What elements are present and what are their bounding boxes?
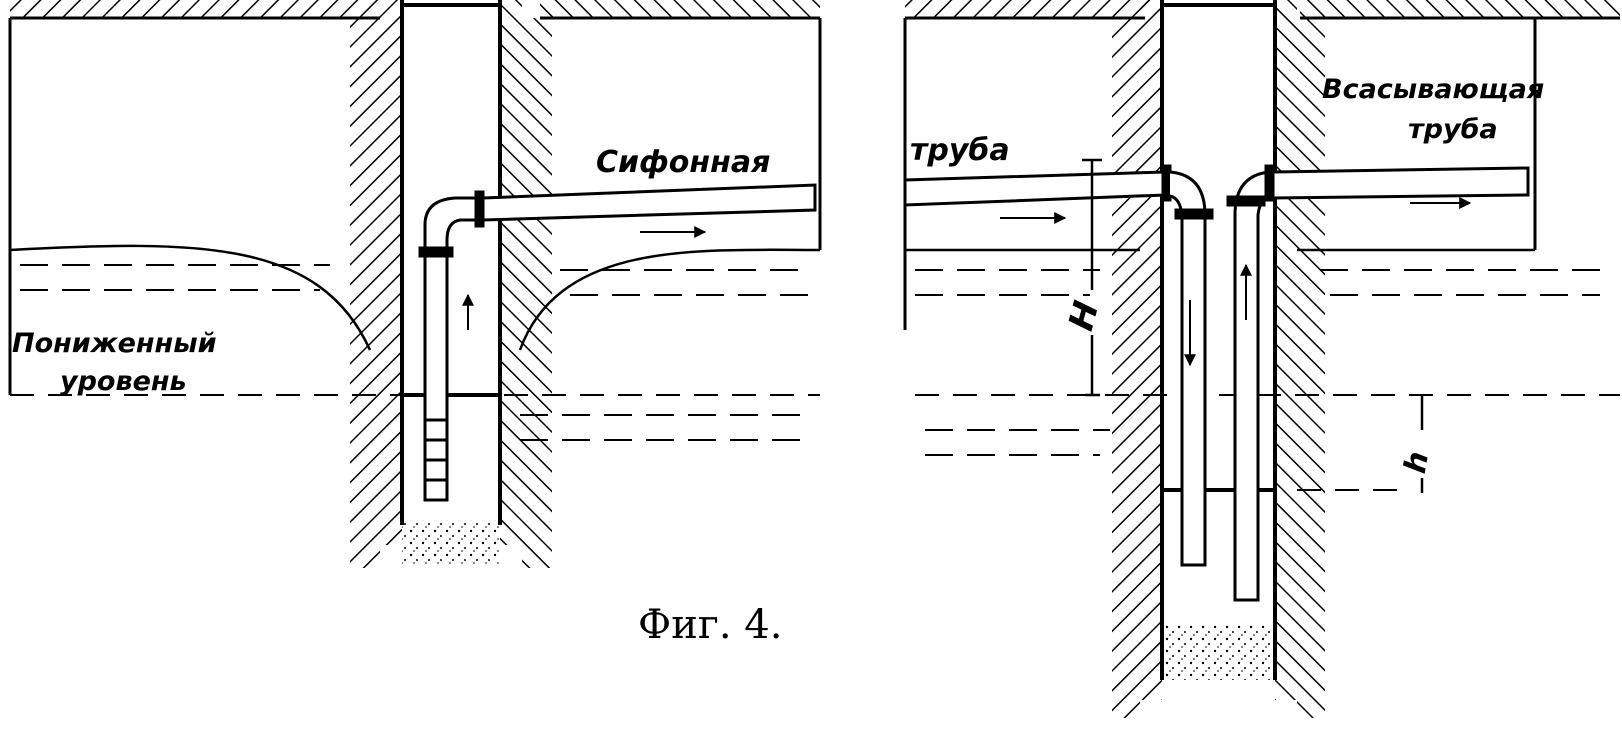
- static-water-level: [9, 244, 821, 441]
- well-wall-left: [380, 0, 402, 545]
- right-scheme: H h труба Всасывающая труба: [903, 0, 1620, 718]
- ground-hatch-right: [540, 0, 820, 18]
- right-scheme-left-pipe: [903, 164, 1214, 567]
- dimension-H: [1082, 158, 1102, 397]
- left-scheme: Сифонная Пониженный уровень: [8, 0, 822, 568]
- well-bottom-filter: [402, 520, 500, 565]
- ground-hatch-left: [10, 0, 380, 18]
- siphon-pipe-label: Сифонная: [596, 145, 770, 180]
- dimension-H-label: H: [1061, 297, 1107, 335]
- water-levels-right: [905, 248, 1620, 492]
- well-bottom-filter-right: [1162, 625, 1275, 680]
- dimension-h-label: h: [1398, 449, 1436, 476]
- suction-pipe-label-line1: Всасывающая: [1322, 74, 1544, 105]
- figure-caption: Фиг. 4.: [638, 602, 782, 648]
- siphon-pipe: [418, 183, 817, 502]
- suction-pipe: [1226, 164, 1530, 602]
- lowered-level-label-line1: Пониженный: [12, 328, 217, 359]
- well-wall-left-right-scheme: [1140, 0, 1162, 700]
- suction-pipe-label-line2: труба: [1408, 114, 1498, 145]
- right-left-pipe-label: труба: [910, 133, 1010, 168]
- lowered-level-label-line2: уровень: [60, 366, 187, 397]
- well-wall-right-right-scheme: [1275, 0, 1297, 700]
- well-wall-right: [500, 0, 522, 545]
